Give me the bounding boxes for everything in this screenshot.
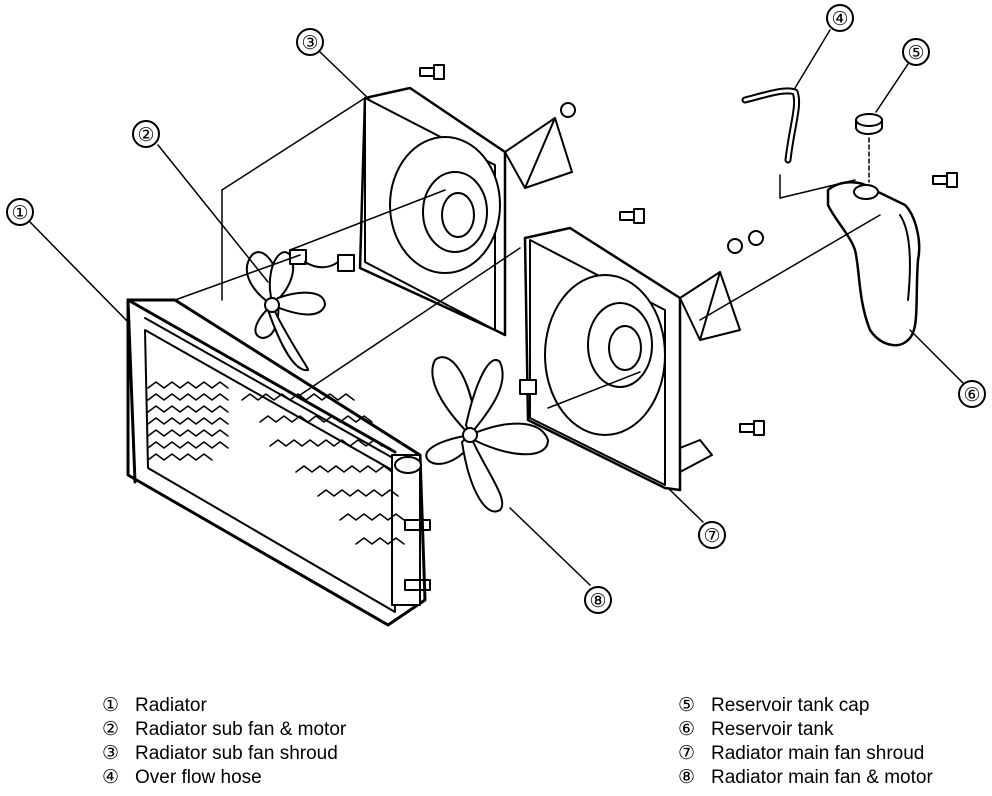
legend-number: ⑦	[678, 743, 696, 764]
legend-number: ⑧	[678, 767, 696, 788]
legend-item-2: ② Radiator sub fan & motor	[102, 718, 346, 742]
legend-item-5: ⑤ Reservoir tank cap	[678, 694, 933, 718]
main-fan-motor-drawing	[425, 356, 549, 513]
legend-item-8: ⑧ Radiator main fan & motor	[678, 766, 933, 790]
legend-label: Reservoir tank	[711, 719, 834, 740]
callout-badge-3: ③	[296, 28, 324, 56]
legend-item-3: ③ Radiator sub fan shroud	[102, 742, 346, 766]
callout-number-8: ⑧	[589, 591, 606, 612]
legend-right: ⑤ Reservoir tank cap ⑥ Reservoir tank ⑦ …	[678, 694, 933, 790]
callout-number-6: ⑥	[963, 385, 980, 406]
callout-number-1: ①	[11, 203, 28, 224]
legend-item-4: ④ Over flow hose	[102, 766, 346, 790]
legend-label: Radiator main fan & motor	[711, 767, 933, 788]
legend-label: Over flow hose	[135, 767, 262, 788]
reservoir-tank-cap-drawing	[855, 113, 883, 135]
legend-number: ①	[102, 695, 120, 716]
legend-item-7: ⑦ Radiator main fan shroud	[678, 742, 933, 766]
legend-left: ① Radiator ② Radiator sub fan & motor ③ …	[102, 694, 346, 790]
legend-item-1: ① Radiator	[102, 694, 346, 718]
callout-number-4: ④	[831, 9, 848, 30]
callout-number-7: ⑦	[703, 526, 720, 547]
legend-item-6: ⑥ Reservoir tank	[678, 718, 933, 742]
legend-label: Radiator main fan shroud	[711, 743, 925, 764]
legend-label: Reservoir tank cap	[711, 695, 870, 716]
legend-label: Radiator sub fan & motor	[135, 719, 347, 740]
callout-number-3: ③	[301, 33, 318, 54]
legend-label: Radiator sub fan shroud	[135, 743, 338, 764]
alignment-lines	[174, 97, 881, 409]
main-fan-shroud-drawing	[523, 226, 741, 492]
radiator-drawing	[126, 298, 431, 627]
reservoir-tank-drawing	[826, 181, 921, 347]
callout-number-5: ⑤	[907, 43, 924, 64]
callout-badge-6: ⑥	[958, 380, 986, 408]
callout-badge-1: ①	[6, 198, 34, 226]
legend-number: ②	[102, 719, 120, 740]
legend-number: ④	[102, 767, 120, 788]
exploded-view-diagram: ① ② ③ ④ ⑤ ⑥ ⑦ ⑧	[6, 4, 986, 627]
legend-number: ③	[102, 743, 120, 764]
callout-number-2: ②	[137, 125, 154, 146]
callout-badge-8: ⑧	[584, 586, 612, 614]
sub-fan-shroud-drawing	[358, 86, 573, 337]
callout-badge-2: ②	[132, 120, 160, 148]
legend-number: ⑤	[678, 695, 696, 716]
legend-number: ⑥	[678, 719, 696, 740]
bolt-hardware	[419, 64, 958, 436]
callout-badge-5: ⑤	[902, 38, 930, 66]
legend-label: Radiator	[135, 695, 207, 716]
over-flow-hose-drawing	[741, 87, 801, 164]
callout-badge-7: ⑦	[698, 521, 726, 549]
callout-badge-4: ④	[826, 4, 854, 32]
callout-leaders	[29, 29, 964, 586]
